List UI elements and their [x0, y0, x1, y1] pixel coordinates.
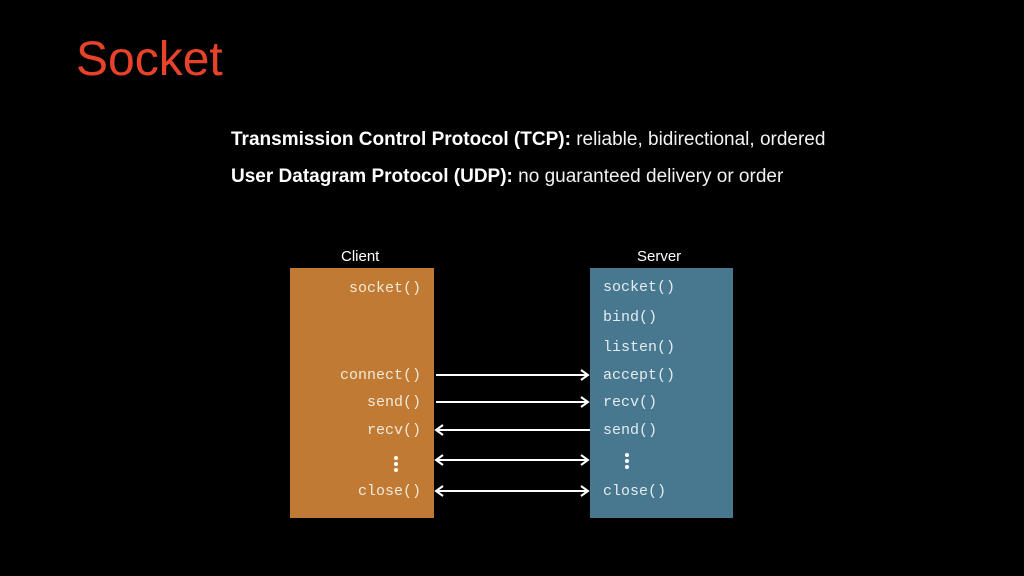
- udp-description: no guaranteed delivery or order: [518, 166, 784, 187]
- server-accept: accept(): [603, 367, 676, 384]
- client-send: send(): [366, 394, 421, 411]
- server-listen: listen(): [603, 339, 676, 356]
- arrow-connect-accept: [436, 369, 590, 381]
- server-close: close(): [603, 483, 667, 500]
- server-recv: recv(): [603, 394, 658, 411]
- arrow-recv-send: [434, 424, 590, 436]
- server-ellipsis-icon: [625, 453, 629, 471]
- client-recv: recv(): [366, 422, 421, 439]
- tcp-description: reliable, bidirectional, ordered: [576, 129, 826, 150]
- server-send: send(): [603, 422, 658, 439]
- tcp-line: Transmission Control Protocol (TCP): rel…: [231, 129, 825, 151]
- server-bind: bind(): [603, 309, 658, 326]
- client-connect: connect(): [339, 367, 421, 384]
- client-close: close(): [357, 483, 421, 500]
- client-ellipsis-icon: [394, 456, 398, 474]
- server-label: Server: [637, 248, 682, 265]
- arrow-close-both: [434, 485, 590, 497]
- client-socket: socket(): [348, 280, 421, 297]
- server-socket: socket(): [603, 279, 676, 296]
- slide-title: Socket: [76, 33, 223, 86]
- udp-name: User Datagram Protocol (UDP):: [231, 166, 513, 187]
- arrow-ellipsis-both: [434, 454, 590, 466]
- arrow-send-recv: [436, 396, 590, 408]
- tcp-name: Transmission Control Protocol (TCP):: [231, 129, 571, 150]
- server-box: socket() bind() listen() accept() recv()…: [590, 268, 733, 518]
- client-box: socket() connect() send() recv() close(): [290, 268, 434, 518]
- client-label: Client: [341, 248, 380, 265]
- udp-line: User Datagram Protocol (UDP): no guarant…: [231, 166, 783, 188]
